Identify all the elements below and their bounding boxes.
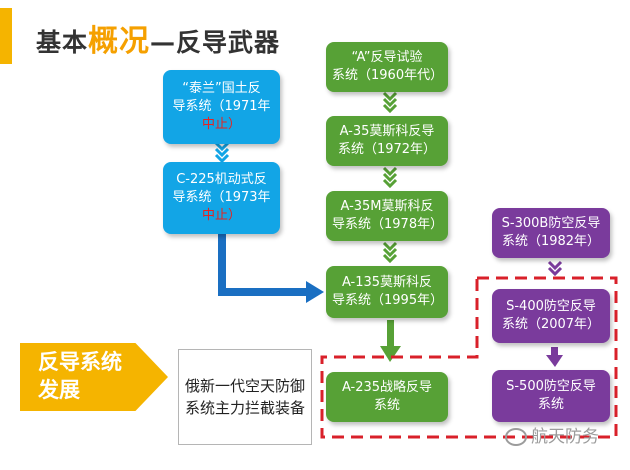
title-accent-bar (0, 8, 12, 64)
c225-system-box: C-225机动式反导系统（1973年中止） (163, 162, 280, 234)
a35m-system-box: A-35M莫斯科反导系统（1978年） (326, 191, 448, 241)
chevron-arrow-icon (382, 91, 398, 114)
dashed-frame (320, 276, 618, 439)
a235-system-box: A-235战略反导系统 (326, 372, 448, 422)
chevron-arrow-icon (382, 241, 398, 264)
a35-system-box: A-35莫斯科反导系统（1972年） (326, 116, 448, 166)
connector-arrow-icon (218, 232, 324, 303)
chevron-arrow-icon (214, 141, 230, 164)
description-box: 俄新一代空天防御系统主力拦截装备 (178, 349, 312, 445)
chevron-arrow-icon (547, 260, 563, 277)
a135-system-box: A-135莫斯科反导系统（1995年） (326, 266, 448, 318)
watermark: 航天防务 (505, 422, 599, 447)
down-arrow-icon (380, 320, 401, 362)
s500-system-box: S-500防空反导系统 (492, 370, 610, 422)
down-arrow-icon (546, 347, 563, 367)
development-banner: 反导系统发展 (20, 343, 168, 411)
s300b-system-box: S-300B防空反导系统（1982年） (492, 208, 610, 258)
taishan-system-box: “泰兰”国土反导系统（1971年中止） (163, 70, 280, 144)
a-test-system-box: “A”反导试验系统（1960年代） (326, 42, 448, 92)
page-title: 基本概况—反导武器 (36, 24, 281, 59)
s400-system-box: S-400防空反导系统（2007年） (492, 289, 610, 343)
wechat-icon (505, 428, 527, 446)
chevron-arrow-icon (382, 166, 398, 189)
